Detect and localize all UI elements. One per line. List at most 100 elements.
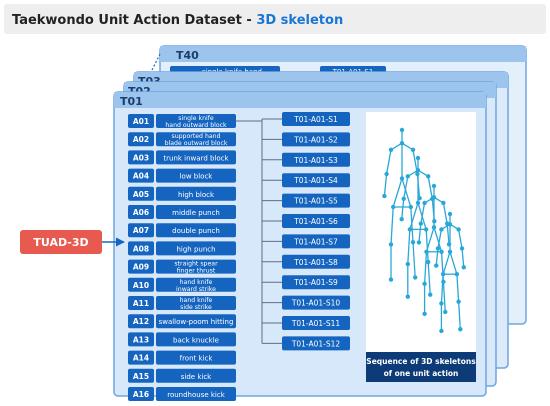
skeleton-panel	[366, 112, 476, 382]
skeleton-joint	[423, 227, 429, 232]
skeleton-joint	[447, 249, 453, 255]
action-label-box	[156, 241, 236, 256]
page-title: Taekwondo Unit Action Dataset - 3D skele…	[12, 13, 343, 28]
skeleton-joint	[415, 200, 421, 206]
skeleton-bone	[427, 176, 433, 199]
skeleton-figure	[382, 127, 422, 282]
sample-box	[282, 316, 350, 330]
header-bar	[4, 4, 546, 34]
action-code: A08	[133, 244, 149, 253]
skeleton-bone	[420, 202, 426, 224]
skeleton-bone	[401, 178, 412, 208]
skeleton-joint	[382, 193, 387, 199]
action-label-box	[156, 205, 236, 219]
skeleton-bone	[409, 202, 419, 230]
skeleton-bone	[383, 173, 388, 197]
sample-box	[282, 173, 350, 188]
action-label: back knuckle	[173, 336, 219, 344]
tuad-3d-badge-label: TUAD-3D	[33, 236, 88, 249]
card-t40-header	[160, 46, 526, 62]
action-code: A15	[133, 372, 149, 381]
sample-label: T01-A01-S4	[293, 176, 338, 185]
action-label: front kick	[180, 355, 214, 363]
skeleton-caption-line1: Sequence of 3D skeletons	[366, 357, 476, 366]
skeleton-joint	[410, 147, 416, 152]
action-label: roundhouse kick	[167, 391, 226, 399]
action-code-box	[128, 259, 154, 274]
skeleton-bone	[392, 178, 403, 208]
skeleton-joint	[434, 263, 439, 268]
action-label: double punch	[172, 227, 220, 235]
skeleton-joint	[426, 259, 431, 265]
skeleton-joint	[426, 174, 431, 179]
action-label: trunk inward block	[163, 154, 229, 162]
skeleton-caption-line2: of one unit action	[384, 369, 459, 378]
action-code-box	[128, 277, 154, 292]
skeleton-joint	[454, 272, 460, 277]
skeleton-joint	[428, 292, 433, 297]
action-row: A03 trunk inward block	[128, 150, 236, 165]
sample-box	[282, 336, 350, 351]
skeleton-joint	[422, 281, 427, 286]
skeleton-bone	[427, 261, 431, 295]
action-code: A09	[133, 263, 149, 272]
action-code-box	[128, 332, 154, 347]
sample-row: T01-A01-S6	[282, 214, 350, 228]
skeleton-figure	[434, 211, 466, 334]
skeleton-joint	[456, 299, 461, 304]
sample-row: T01-A01-S12	[282, 336, 350, 351]
skeleton-joint	[439, 328, 444, 334]
skeleton-bone	[403, 176, 409, 199]
sample-label: T01-A01-S8	[293, 258, 338, 267]
action-code-box	[128, 223, 154, 238]
sample-box	[282, 112, 350, 126]
action-code: A16	[133, 390, 149, 399]
skeleton-joint	[399, 127, 405, 133]
skeleton-joint	[388, 242, 394, 247]
sample-row: T01-A01-S3	[282, 152, 350, 167]
skeleton-joint	[405, 174, 410, 179]
action-code: A10	[133, 281, 149, 290]
skeleton-joint	[388, 147, 394, 152]
sample-row: T01-A01-S11	[282, 316, 350, 330]
action-code: A12	[133, 317, 149, 326]
skeleton-joint	[424, 249, 429, 254]
skeleton-joint	[388, 277, 394, 282]
skeleton-bone	[440, 274, 444, 304]
action-label-box	[156, 277, 236, 292]
action-code: A14	[133, 354, 149, 363]
sample-box	[282, 214, 350, 228]
skeleton-joint	[391, 204, 396, 210]
ellipsis-connector	[151, 53, 161, 71]
sample-box	[282, 275, 350, 290]
action-label-box	[156, 114, 236, 128]
skeleton-bone	[437, 229, 443, 249]
action-code: A03	[133, 153, 149, 162]
action-code-box	[128, 387, 154, 401]
action-row: A14 front kick	[128, 350, 236, 365]
action-label-box	[156, 368, 236, 383]
sample-connectors	[236, 118, 282, 344]
card-t01-header	[114, 92, 486, 108]
skeleton-joint	[458, 327, 463, 332]
skeleton-bone	[461, 248, 465, 268]
action-row: A16 roundhouse kick	[128, 387, 236, 401]
skeleton-joint	[408, 204, 413, 210]
action-label: high punch	[176, 245, 215, 253]
title-accent: 3D skeleton	[256, 13, 343, 28]
skeleton-joint	[384, 171, 389, 177]
action-label: high block	[178, 191, 215, 199]
card-t01-label: T01	[120, 95, 143, 108]
skeleton-joint	[441, 200, 446, 206]
skeleton-joint	[399, 176, 405, 181]
skeleton-bone	[442, 202, 448, 224]
